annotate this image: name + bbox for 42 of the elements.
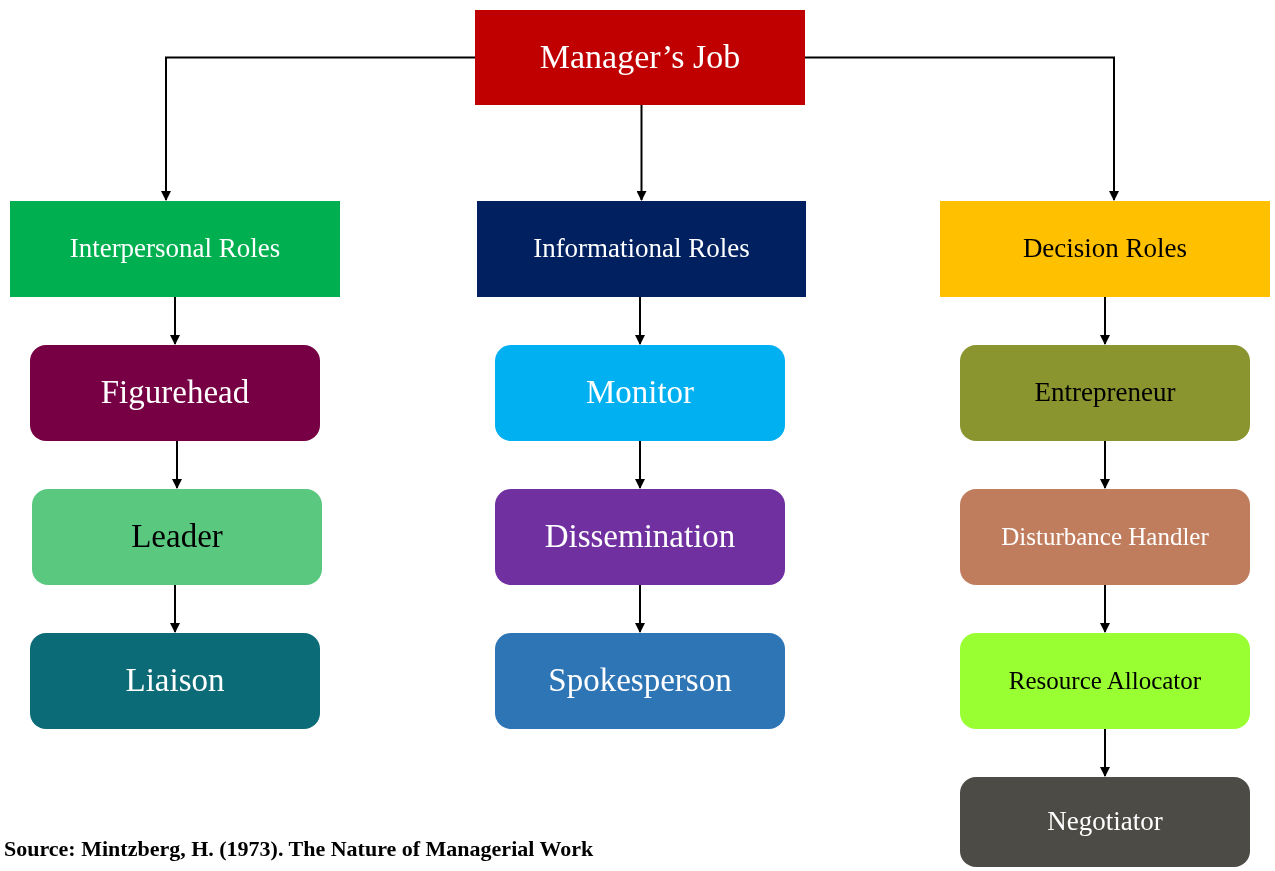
node-label: Dissemination	[544, 517, 736, 557]
category-box	[477, 201, 806, 297]
connector-arrow	[1100, 296, 1110, 345]
connector-arrow	[804, 56, 1119, 201]
connector-arrow	[161, 56, 476, 201]
node-label: Entrepreneur	[1034, 376, 1176, 410]
node-label: Leader	[131, 517, 223, 557]
node-label: Informational Roles	[533, 232, 750, 266]
role-box	[32, 489, 322, 585]
node-label: Monitor	[585, 373, 695, 413]
node-label: Spokesperson	[548, 661, 732, 701]
category-box	[10, 201, 340, 297]
node-label: Liaison	[125, 661, 225, 701]
connector-arrow	[636, 104, 647, 201]
node-label: Resource Allocator	[1008, 666, 1202, 697]
connector-arrow	[172, 440, 182, 489]
role-box	[960, 633, 1250, 729]
node-label: Interpersonal Roles	[69, 232, 281, 266]
role-box	[495, 345, 785, 441]
node-label: Manager’s Job	[539, 37, 741, 78]
connector-arrow	[635, 584, 645, 633]
role-box	[495, 633, 785, 729]
connector-arrow	[635, 296, 645, 345]
root-box	[475, 10, 805, 105]
role-box	[960, 489, 1250, 585]
node-label: Negotiator	[1047, 805, 1163, 839]
role-box	[30, 633, 320, 729]
connector-arrow	[1100, 440, 1110, 489]
role-box	[495, 489, 785, 585]
connector-arrow	[635, 440, 645, 489]
connector-arrow	[170, 296, 180, 345]
role-box	[960, 345, 1250, 441]
role-box	[30, 345, 320, 441]
connector-arrow	[170, 584, 180, 633]
node-label: Figurehead	[100, 373, 250, 413]
node-label: Decision Roles	[1022, 232, 1188, 266]
connector-arrow	[1100, 584, 1110, 633]
connector-arrow	[1100, 728, 1110, 777]
role-box	[960, 777, 1250, 867]
source-caption: Source: Mintzberg, H. (1973). The Nature of Managerial Work	[4, 835, 594, 863]
node-label: Disturbance Handler	[1001, 522, 1209, 553]
category-box	[940, 201, 1270, 297]
